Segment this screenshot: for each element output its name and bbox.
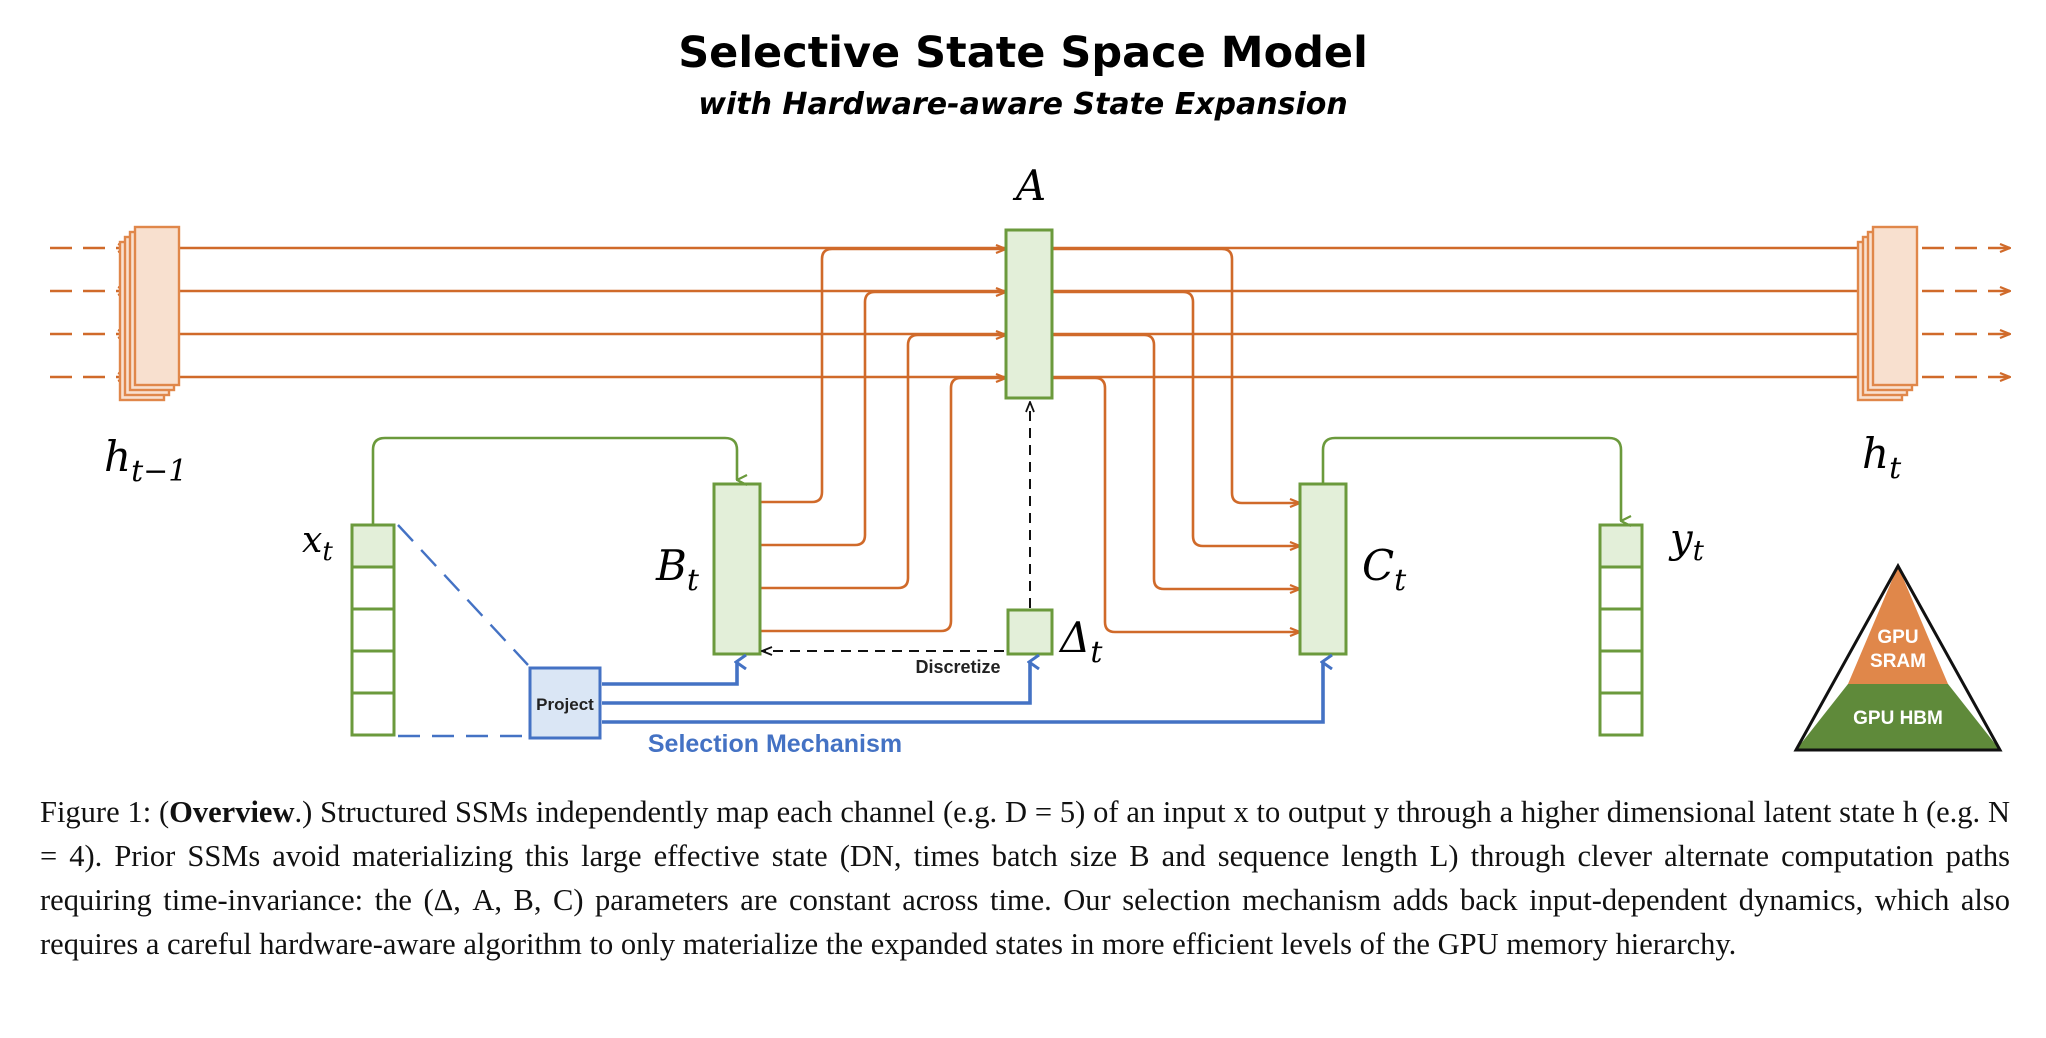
b-to-a-route-3 [760,335,1006,590]
caption-lead: Figure 1: ( [40,795,170,829]
b-to-a-route-2 [760,292,1006,547]
discretize-label: Discretize [915,657,1000,677]
caption-text: .) Structured SSMs independently map eac… [40,795,2010,961]
b-t-label: Bt [655,541,700,598]
gpu-sram-label-line1: GPU [1877,627,1918,648]
h-next-label: ht [1862,429,1902,486]
selection-mechanism-label: Selection Mechanism [648,730,902,758]
y-t-vector [1598,523,1644,737]
h-prev-label: ht−1 [104,432,187,489]
x-t-cell [350,691,396,737]
c-to-y-arrow [1321,436,1621,521]
pyramid-outline [1793,562,2003,752]
y-t-cell [1598,691,1644,737]
x-to-b-arrow [371,436,737,525]
a-label: A [1012,161,1046,210]
gpu-memory-pyramid: GPU SRAM GPU HBM [1793,562,2003,752]
gpu-sram-tier [1848,566,1948,684]
c-t-block [1298,482,1348,656]
a-to-c-route-4 [1052,376,1300,632]
y-t-cell [1598,523,1644,569]
h-next-block [1856,225,1919,402]
a-to-c-route-3 [1052,333,1300,589]
gpu-hbm-label: GPU HBM [1853,708,1943,729]
figure-caption: Figure 1: (Overview.) Structured SSMs in… [40,790,2010,966]
x-t-vector [350,523,396,737]
gpu-hbm-tier [1796,684,2000,750]
a-matrix-block [1004,228,1054,400]
project-label: Project [536,695,594,714]
project-to-b-arrow [602,662,737,686]
x-t-cell [350,607,396,653]
y-t-cell [1598,649,1644,695]
x-t-cell [350,565,396,611]
project-to-delta-arrow [602,662,1030,705]
a-to-c-route-1 [1052,247,1300,503]
y-t-cell [1598,607,1644,653]
a-to-c-route-2 [1052,290,1300,546]
x-t-label: xt [302,520,333,567]
gpu-sram-label-line2: SRAM [1870,651,1926,672]
project-block [528,666,602,740]
project-connector-top [397,524,529,666]
b-to-a-route-4 [760,378,1006,633]
y-t-label: yt [1668,516,1705,567]
b-to-a-route-1 [760,249,1006,504]
caption-bold: Overview [169,795,295,829]
diagram-subtitle: with Hardware-aware State Expansion [698,87,1347,122]
x-t-cell [350,649,396,695]
project-to-c-arrow [602,662,1323,724]
diagram-title: Selective State Space Model [678,28,1368,78]
x-t-cell [350,523,396,569]
b-t-block [712,482,762,656]
h-prev-block [118,225,181,402]
delta-t-block [1006,608,1054,656]
delta-t-label: Δt [1058,613,1103,670]
y-t-cell [1598,565,1644,611]
c-t-label: Ct [1362,541,1407,598]
